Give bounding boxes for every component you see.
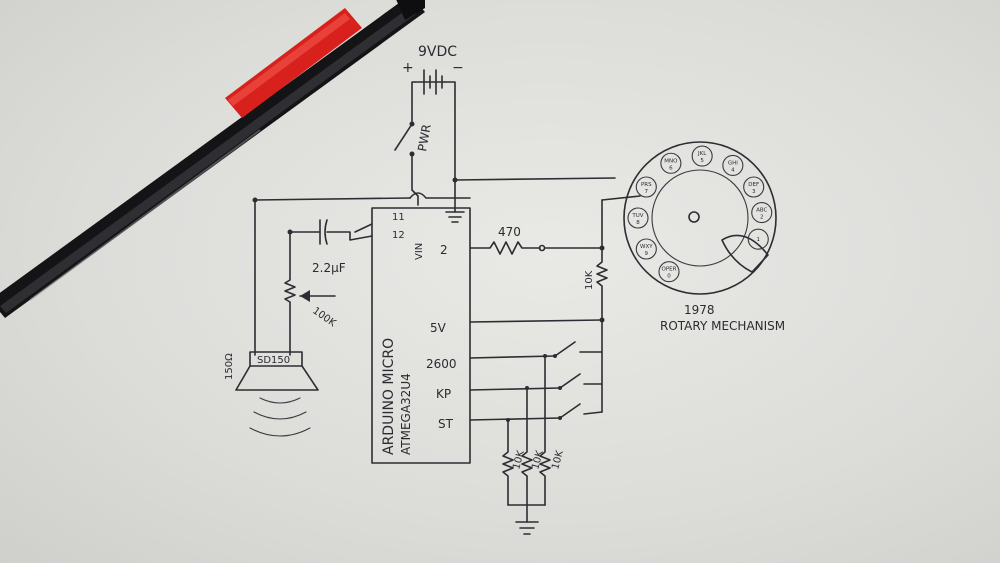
dial-hole bbox=[660, 152, 682, 174]
dial-hole bbox=[743, 176, 765, 198]
cap-label: 2.2µF bbox=[312, 261, 346, 275]
dial-year-label: 1978 bbox=[684, 303, 715, 317]
pin2600-label: 2600 bbox=[426, 357, 457, 371]
board-label: ARDUINO MICRO bbox=[381, 338, 397, 455]
r10k-c-label: 10K bbox=[550, 449, 566, 471]
switch-kp bbox=[469, 373, 603, 391]
dial-hole-number: 1 bbox=[757, 237, 761, 243]
dial-hole-letters: ABC bbox=[756, 208, 767, 214]
dial-hole-letters: PRS bbox=[641, 182, 652, 188]
dial-hole-number: 5 bbox=[700, 158, 704, 164]
supply-label: 9VDC bbox=[418, 44, 457, 60]
dial-hole-letters: WXY bbox=[640, 244, 653, 250]
dial-hole-letters: JKL bbox=[697, 151, 707, 157]
dial-hole-number: 0 bbox=[667, 274, 671, 280]
dial-hole-number: 2 bbox=[760, 215, 764, 221]
pulldown-resistors bbox=[502, 354, 551, 535]
plus-label: + bbox=[402, 60, 414, 76]
pin2-label: 2 bbox=[440, 243, 448, 257]
power-switch bbox=[394, 121, 419, 206]
pinst-label: ST bbox=[438, 417, 454, 431]
dial-hole-letters: MNO bbox=[664, 158, 678, 164]
ohms-label: 150Ω bbox=[224, 353, 235, 380]
speaker-label: SD150 bbox=[257, 355, 290, 366]
dial-hole bbox=[658, 261, 680, 283]
r10k-dial-label: 10K bbox=[584, 270, 595, 290]
dial-hole bbox=[722, 154, 744, 176]
dial-hole bbox=[627, 207, 649, 229]
dial-hole-letters: TUV bbox=[631, 213, 643, 219]
dial-hole bbox=[691, 145, 713, 167]
ground-symbol bbox=[445, 211, 465, 223]
r470-label: 470 bbox=[498, 225, 521, 239]
switch-2600 bbox=[469, 341, 603, 359]
dial-name-label: ROTARY MECHANISM bbox=[660, 319, 785, 333]
dial-hole bbox=[635, 176, 657, 198]
dial-hole bbox=[747, 228, 769, 250]
dial-hole-letters: DEF bbox=[748, 182, 759, 188]
dial-hole-number: 3 bbox=[752, 189, 756, 195]
pot-label: 100K bbox=[310, 305, 338, 329]
pwr-label: PWR bbox=[415, 123, 434, 152]
dial-hole-number: 4 bbox=[731, 167, 735, 173]
vin-label: VIN bbox=[414, 243, 425, 260]
chip-label: ATMEGA32U4 bbox=[399, 373, 413, 455]
pen bbox=[0, 0, 425, 318]
battery-symbol bbox=[411, 69, 456, 181]
pin12-label: 12 bbox=[392, 230, 405, 241]
minus-label: − bbox=[452, 60, 464, 76]
speaker bbox=[235, 351, 319, 437]
dial-hole-letters: GHI bbox=[728, 160, 738, 166]
dial-hole-number: 7 bbox=[645, 189, 649, 195]
dial-hole-number: 6 bbox=[669, 165, 673, 171]
pinkp-label: KP bbox=[436, 387, 451, 401]
r10k-a-label: 10K bbox=[511, 449, 527, 471]
pin5v-label: 5V bbox=[430, 321, 447, 335]
dial-hole-number: 8 bbox=[636, 220, 640, 226]
pin11-label: 11 bbox=[392, 212, 405, 223]
dial-hole bbox=[751, 202, 773, 224]
dial-hole bbox=[635, 238, 657, 260]
arduino-board bbox=[371, 207, 471, 464]
r10k-b-label: 10K bbox=[530, 449, 546, 471]
switch-st bbox=[469, 403, 603, 421]
dial-hole-number: 9 bbox=[645, 251, 649, 257]
dial-hole-letters: OPER bbox=[662, 267, 677, 273]
